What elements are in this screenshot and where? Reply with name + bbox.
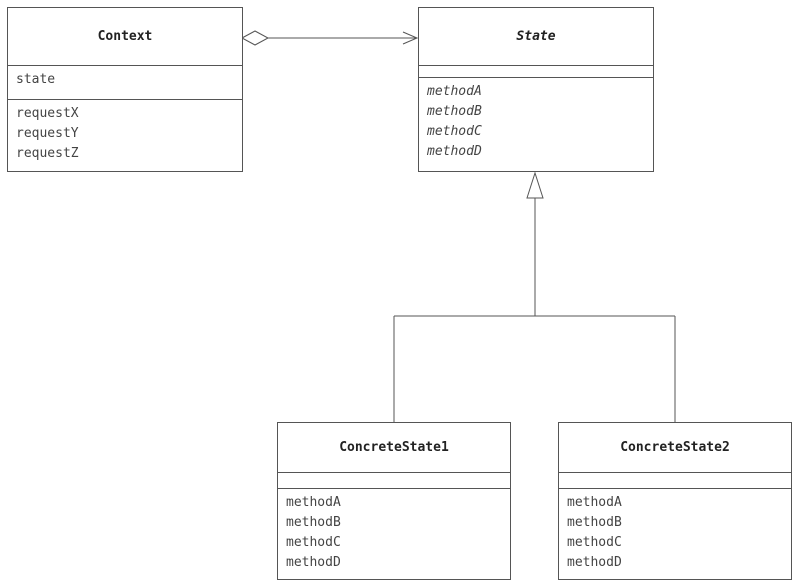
- method-request-z: requestZ: [16, 146, 79, 161]
- class-state: State methodA methodB methodC methodD: [418, 7, 654, 172]
- class-name-concrete-state-2: ConcreteState2: [559, 423, 791, 473]
- attribute-state: state: [16, 72, 56, 87]
- method-b: methodB: [286, 515, 341, 530]
- method-c: methodC: [567, 535, 622, 550]
- aggregation-connector: [240, 30, 419, 46]
- method-d: methodD: [286, 555, 341, 570]
- attributes-concrete-state-2: [559, 473, 791, 489]
- class-name-state: State: [419, 8, 653, 66]
- class-concrete-state-2: ConcreteState2 methodA methodB methodC m…: [558, 422, 792, 580]
- attributes-concrete-state-1: [278, 473, 510, 489]
- method-c: methodC: [286, 535, 341, 550]
- aggregation-diamond: [240, 30, 270, 46]
- attributes-state: [419, 66, 653, 78]
- methods-state: methodA methodB methodC methodD: [419, 78, 653, 166]
- class-context: Context state requestX requestY requestZ: [7, 7, 243, 172]
- attributes-context: state: [8, 66, 242, 100]
- class-name-context: Context: [8, 8, 242, 66]
- methods-concrete-state-2: methodA methodB methodC methodD: [559, 489, 791, 577]
- navigability-arrowhead: [402, 31, 419, 45]
- method-c: methodC: [427, 124, 482, 139]
- generalization-connector: [393, 171, 676, 422]
- method-request-y: requestY: [16, 126, 79, 141]
- class-concrete-state-1: ConcreteState1 methodA methodB methodC m…: [277, 422, 511, 580]
- method-a: methodA: [567, 495, 622, 510]
- methods-context: requestX requestY requestZ: [8, 100, 242, 168]
- methods-concrete-state-1: methodA methodB methodC methodD: [278, 489, 510, 577]
- method-a: methodA: [286, 495, 341, 510]
- method-b: methodB: [567, 515, 622, 530]
- class-name-concrete-state-1: ConcreteState1: [278, 423, 510, 473]
- method-d: methodD: [567, 555, 622, 570]
- method-b: methodB: [427, 104, 482, 119]
- method-d: methodD: [427, 144, 482, 159]
- method-request-x: requestX: [16, 106, 79, 121]
- method-a: methodA: [427, 84, 482, 99]
- inheritance-triangle: [526, 171, 544, 199]
